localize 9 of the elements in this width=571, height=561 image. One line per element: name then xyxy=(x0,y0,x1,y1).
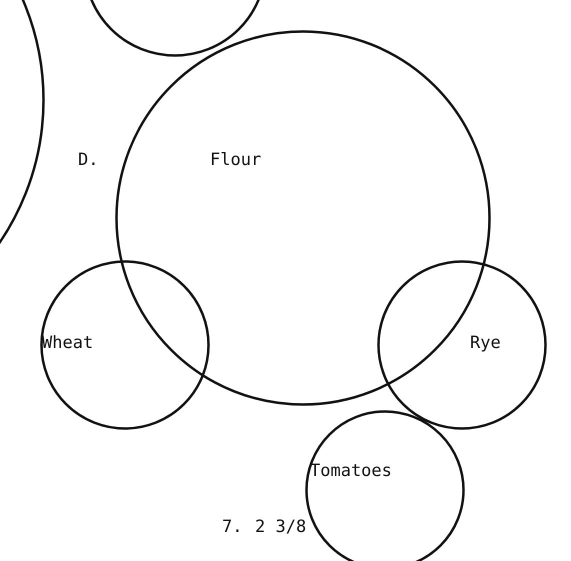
circle xyxy=(377,260,547,430)
circle xyxy=(40,260,210,430)
problem-number: 7. xyxy=(222,517,242,537)
circle-label: Tomatoes xyxy=(310,461,392,481)
mixed-number: 2 3/8 xyxy=(255,517,306,537)
circle-label: Rye xyxy=(470,333,501,353)
letter-label: D. xyxy=(78,150,98,170)
circle-label: Wheat xyxy=(42,333,94,353)
circle-label: Flour xyxy=(210,150,262,170)
